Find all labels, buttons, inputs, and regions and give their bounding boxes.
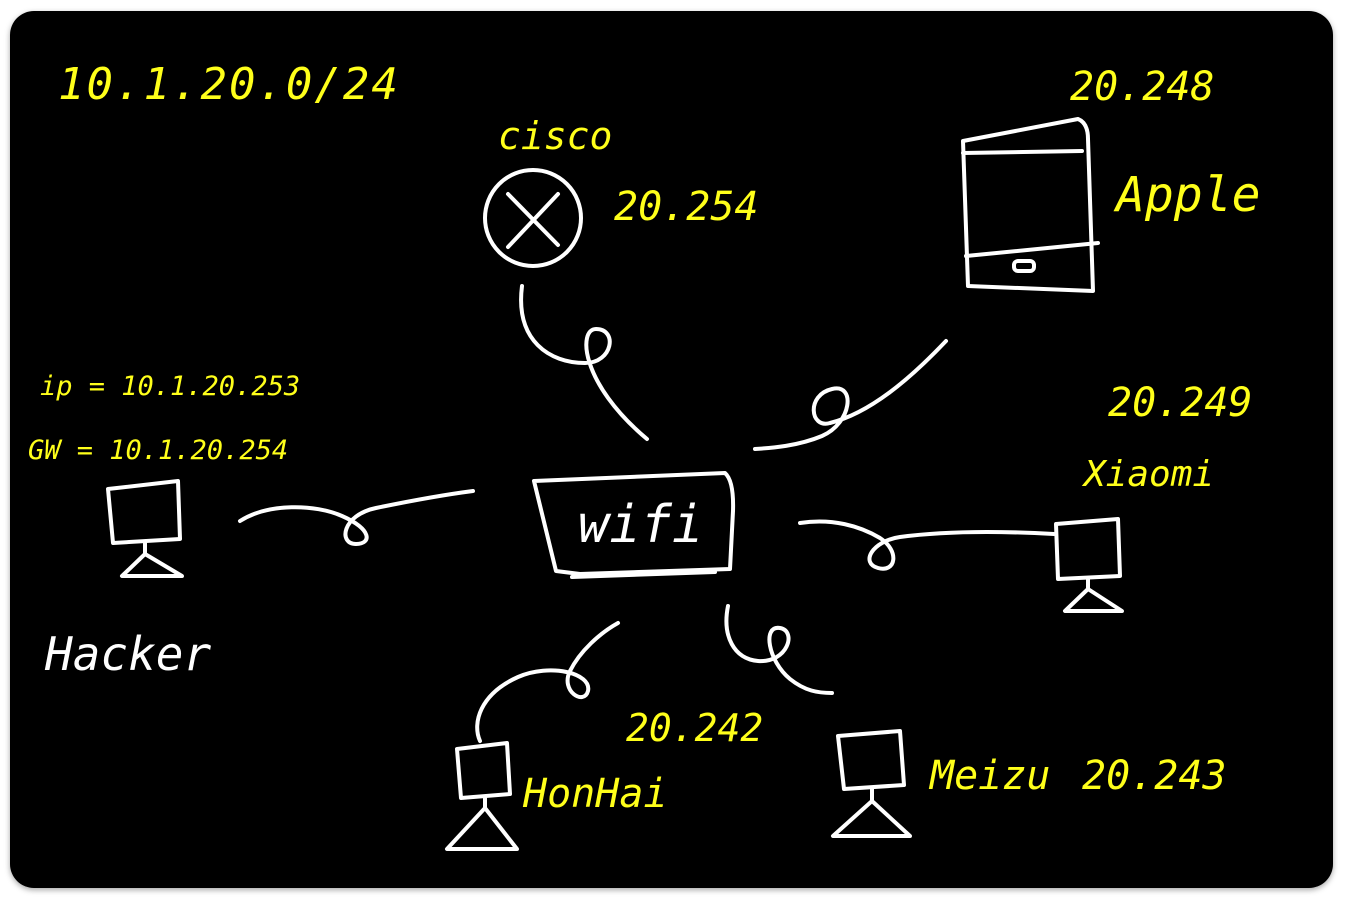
cable-wifi-meizu <box>724 604 834 695</box>
tablet-icon <box>961 117 1100 293</box>
router-icon <box>483 168 583 268</box>
apple-name-label: Apple <box>1116 167 1261 223</box>
cable-cisco-wifi <box>519 284 649 441</box>
meizu-computer-icon <box>831 729 912 838</box>
cable-apple-wifi <box>753 339 948 451</box>
xiaomi-name-label: Xiaomi <box>1084 454 1215 495</box>
subnet-label: 10.1.20.0/24 <box>58 59 400 110</box>
hacker-gateway-label: GW = 10.1.20.254 <box>28 435 289 466</box>
xiaomi-ip-label: 20.249 <box>1108 380 1253 426</box>
cable-wifi-xiaomi <box>798 519 1056 571</box>
whiteboard-canvas: 10.1.20.0/24 cisco 20.254 20.248 Apple i… <box>10 11 1333 888</box>
wifi-label: wifi <box>578 495 704 555</box>
meizu-ip-label: 20.243 <box>1082 753 1227 799</box>
wifi-router-box <box>532 471 736 579</box>
hacker-computer-icon <box>106 479 184 578</box>
cable-honhai-wifi <box>475 621 620 743</box>
network-drawing <box>106 117 1124 851</box>
router-brand-label: cisco <box>498 114 613 158</box>
meizu-name-label: Meizu <box>930 753 1051 799</box>
hacker-ip-label: ip = 10.1.20.253 <box>40 371 301 402</box>
router-ip-label: 20.254 <box>614 184 759 230</box>
cable-hacker-wifi <box>238 489 475 546</box>
honhai-computer-icon <box>445 741 519 851</box>
apple-ip-label: 20.248 <box>1070 64 1215 110</box>
honhai-ip-label: 20.242 <box>626 706 764 750</box>
xiaomi-computer-icon <box>1054 517 1124 613</box>
hacker-name-label: Hacker <box>45 627 212 681</box>
honhai-name-label: HonHai <box>523 771 668 817</box>
